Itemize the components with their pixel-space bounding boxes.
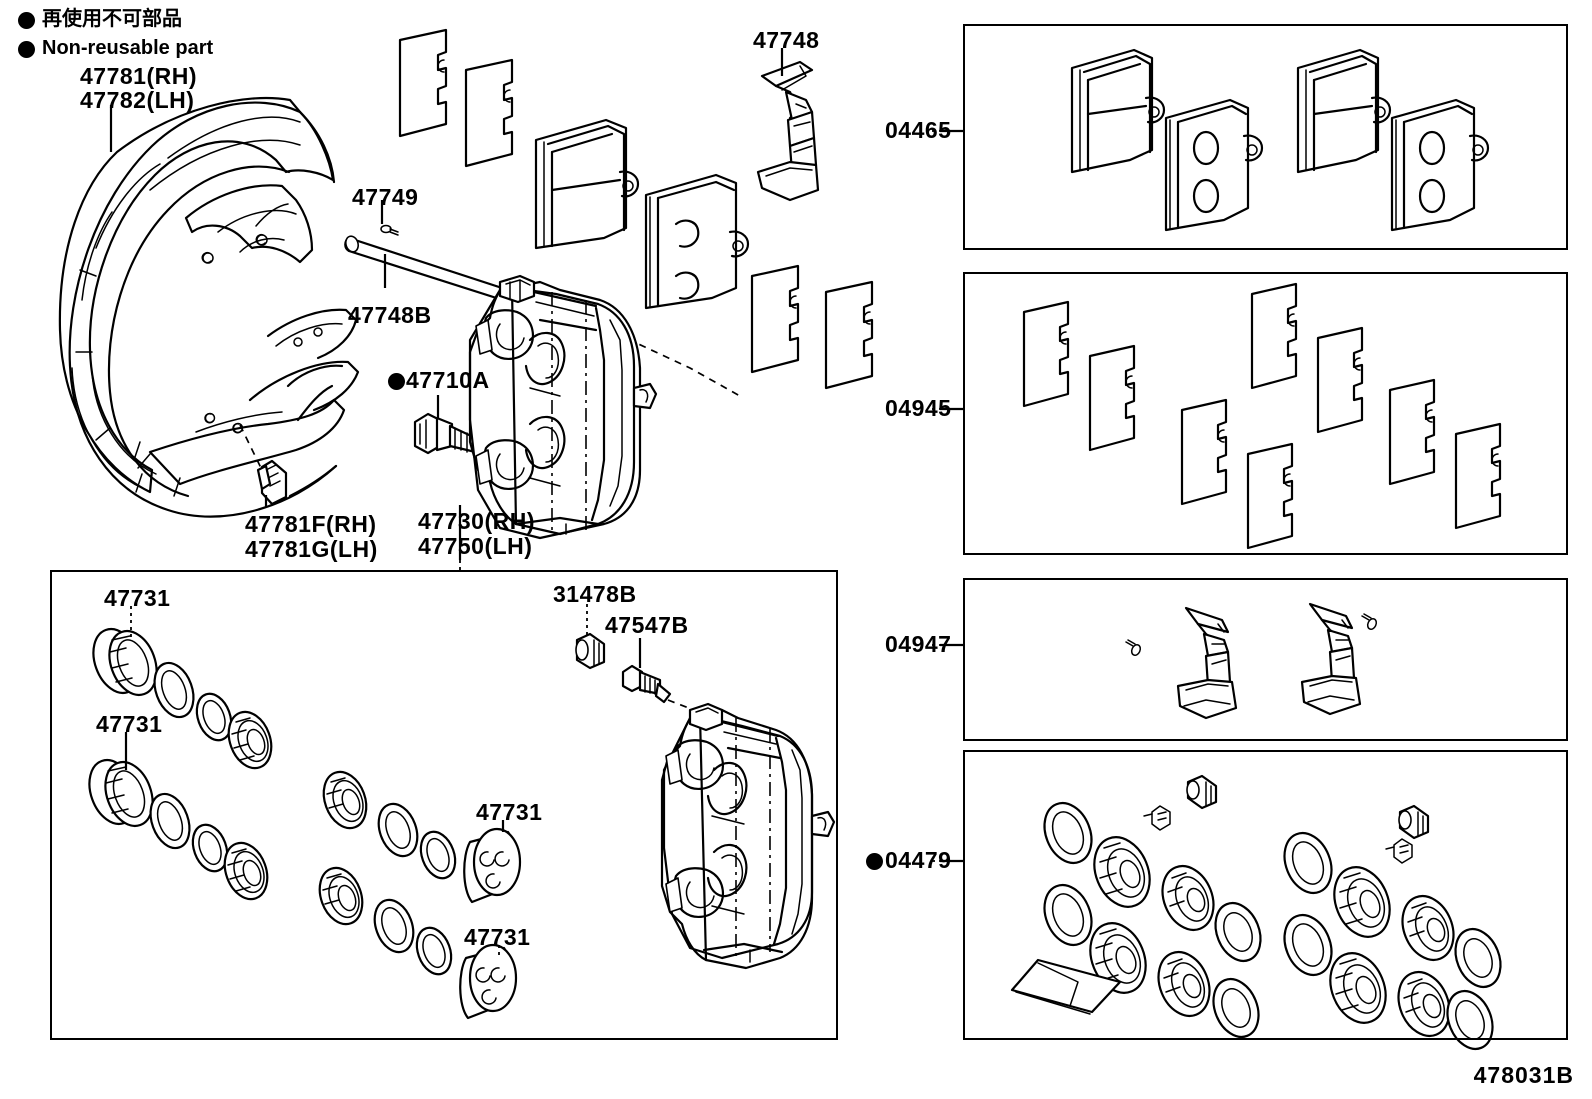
callout-caliper-assy-rh: 47730(RH)	[418, 508, 535, 534]
panel-seal-kit	[963, 750, 1568, 1040]
panel-pad-kit	[963, 24, 1568, 250]
callout-caliper-bolt: 47710A	[406, 367, 490, 393]
callout-dust-cover-lh: 47782(LH)	[80, 87, 195, 113]
callout-caliper-assy-lh: 47750(LH)	[418, 533, 533, 559]
callout-slide-pin: 47748B	[348, 302, 432, 328]
callout-cover-bolt-lh: 47781G(LH)	[245, 536, 378, 562]
legend-marker-en	[18, 41, 35, 58]
callout-bleeder-cap: 31478B	[553, 581, 637, 607]
panel-code-04479: 04479	[885, 847, 952, 874]
bottom-left-panel	[50, 570, 838, 1040]
callout-pad-clip: 47748	[753, 27, 820, 53]
cotter-pin-art	[380, 224, 399, 236]
brake-pad-lower	[644, 173, 750, 310]
callout-cover-bolt-rh: 47781F(RH)	[245, 511, 377, 537]
pad-clip-47748	[756, 60, 820, 202]
drawing-number: 478031B	[1473, 1062, 1574, 1088]
legend-english-text: Non-reusable part	[42, 37, 214, 59]
non-reusable-marker-47710A	[388, 373, 405, 390]
legend-japanese-text: 再使用不可部品	[42, 8, 182, 30]
callout-piston-1: 47731	[104, 585, 171, 611]
callout-piston-2: 47731	[96, 711, 163, 737]
caliper-bolt-art	[413, 412, 486, 456]
callout-bleeder-plug: 47547B	[605, 612, 689, 638]
caliper-body-art	[468, 274, 658, 540]
legend-marker-jp	[18, 12, 35, 29]
non-reusable-marker-04479	[866, 853, 883, 870]
callout-dust-cover-rh: 47781(RH)	[80, 63, 197, 89]
panel-shim-kit	[963, 272, 1568, 555]
cover-bolt-art	[239, 424, 288, 506]
panel-clip-kit	[963, 578, 1568, 741]
panel-code-04947: 04947	[885, 631, 952, 658]
callout-pad-support-plate: 47749	[352, 184, 419, 210]
panel-code-04945: 04945	[885, 395, 952, 422]
panel-code-04465: 04465	[885, 117, 952, 144]
callout-piston-3: 47731	[476, 799, 543, 825]
brake-pad-upper	[534, 118, 640, 250]
callout-piston-4: 47731	[464, 924, 531, 950]
dust-cover-art	[58, 96, 360, 518]
shim-stack-left	[398, 28, 514, 168]
shim-stack-right	[750, 264, 874, 390]
